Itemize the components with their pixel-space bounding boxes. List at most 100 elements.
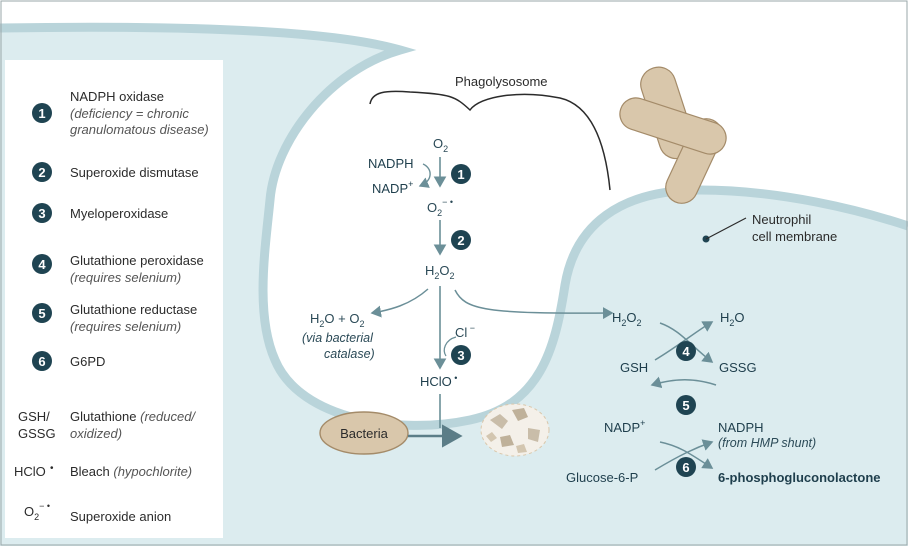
nadp-label: NADP+ — [372, 179, 413, 196]
bleach-label-line: Bleach (hypochlorite) — [70, 464, 192, 479]
step-4-number: 4 — [38, 257, 46, 272]
step-4-marker — [32, 254, 52, 274]
legend-item-glutathione: GSH/ GSSG Glutathione (reduced/ oxidized… — [18, 409, 196, 441]
catalase-note-2: catalase) — [324, 347, 375, 361]
debris-5 — [516, 444, 527, 453]
legend-note-1b: granulomatous disease) — [70, 122, 209, 137]
destroyed-bacteria — [480, 403, 550, 457]
phagolysosome-label: Phagolysosome — [455, 74, 548, 89]
superoxide-symbol: O2− • — [24, 501, 50, 522]
superoxide-label: Superoxide anion — [70, 509, 171, 524]
pathway-number-4: 4 — [682, 344, 690, 359]
step-5-number: 5 — [38, 306, 45, 321]
legend-note-1a: (deficiency = chronic — [70, 106, 189, 121]
legend-panel — [5, 60, 223, 538]
legend-note-4: (requires selenium) — [70, 270, 181, 285]
phagolysosome-bracket — [369, 90, 611, 191]
pathway-number-6: 6 — [682, 460, 689, 475]
step-6-number: 6 — [38, 354, 45, 369]
gssg-symbol: GSSG — [18, 426, 56, 441]
pathway-number-1: 1 — [457, 167, 464, 182]
legend-label-5: Glutathione reductase — [70, 302, 197, 317]
step-5-marker — [32, 303, 52, 323]
legend-item-5: 5 Glutathione reductase (requires seleni… — [32, 302, 197, 334]
superoxide-node: O2− • — [427, 197, 453, 218]
glucose-6-p-label: Glucose-6-P — [566, 470, 638, 485]
step-6-marker — [32, 351, 52, 371]
step-2-marker — [32, 162, 52, 182]
pathway-marker-2 — [451, 230, 471, 250]
nadph-arrow — [418, 163, 431, 188]
cyto-gssg: GSSG — [719, 360, 757, 375]
glutathione-note: oxidized) — [70, 426, 122, 441]
legend-item-2: 2 Superoxide dismutase — [32, 162, 199, 182]
h2o-o2-node: H2O + O2 — [310, 311, 364, 329]
phosphogluconolactone-label: 6-phosphogluconolactone — [718, 470, 881, 485]
legend-label-4: Glutathione peroxidase — [70, 253, 204, 268]
hmp-shunt-note: (from HMP shunt) — [718, 436, 816, 450]
cyto-nadph: NADPH — [718, 420, 764, 435]
h2o2-to-cytoplasm-arrow — [454, 289, 614, 320]
g6pd-arrow-a — [659, 441, 714, 469]
pathway-marker-3 — [451, 345, 471, 365]
step-1-marker — [32, 103, 52, 123]
g6pd-arrow-b — [654, 439, 714, 471]
membrane-pointer-line — [705, 217, 747, 240]
legend-label-6: G6PD — [70, 354, 105, 369]
rod-bacterium-3 — [619, 97, 727, 155]
cyto-nadp: NADP+ — [604, 418, 645, 435]
pathway-number-5: 5 — [682, 398, 689, 413]
debris-3 — [528, 428, 540, 442]
bacteria-label: Bacteria — [340, 426, 388, 441]
legend-item-6: 6 G6PD — [32, 351, 105, 371]
cyto-gsh: GSH — [620, 360, 648, 375]
neutrophil-membrane — [0, 22, 908, 430]
step-3-number: 3 — [38, 206, 45, 221]
peroxidase-arrow-b — [654, 321, 714, 361]
chloride-label: Cl − — [455, 323, 475, 340]
cyto-h2o2: H2O2 — [612, 310, 642, 328]
o2-top: O2 — [433, 136, 448, 154]
glutathione-label-line: Glutathione (reduced/ — [70, 409, 196, 424]
pathway-marker-4 — [676, 341, 696, 361]
pathway-marker-1 — [451, 164, 471, 184]
hclo-node: HClO • — [420, 373, 457, 389]
legend-item-1: 1 NADPH oxidase (deficiency = chronic gr… — [32, 89, 209, 137]
debris-4 — [500, 435, 514, 447]
bacteria-cell — [319, 411, 409, 455]
neutrophil-label: Neutrophil — [752, 212, 811, 227]
hclo-symbol: HClO — [14, 464, 46, 479]
legend-item-4: 4 Glutathione peroxidase (requires selen… — [32, 253, 204, 285]
debris-2 — [512, 408, 528, 421]
h2o2-node: H2O2 — [425, 263, 455, 281]
step-1-number: 1 — [38, 106, 45, 121]
pathway-marker-6 — [676, 457, 696, 477]
step-3-marker — [32, 203, 52, 223]
pathway-marker-5 — [676, 395, 696, 415]
peroxidase-arrow-a — [659, 322, 714, 363]
legend-item-bleach: HClO • Bleach (hypochlorite) — [14, 463, 192, 479]
legend-label-1: NADPH oxidase — [70, 89, 164, 104]
nadph-label: NADPH — [368, 156, 414, 171]
chloride-arrow — [443, 336, 457, 357]
extracellular-bacteria — [619, 66, 727, 204]
legend-item-3: 3 Myeloperoxidase — [32, 203, 168, 223]
step-2-number: 2 — [38, 165, 45, 180]
debris-6 — [486, 432, 497, 442]
debris-1 — [490, 414, 508, 429]
reductase-arrow — [650, 376, 717, 389]
legend-label-2: Superoxide dismutase — [70, 165, 199, 180]
gsh-symbol: GSH/ — [18, 409, 50, 424]
legend-item-superoxide: O2− • Superoxide anion — [24, 501, 171, 524]
pathway-number-3: 3 — [457, 348, 464, 363]
legend-note-5: (requires selenium) — [70, 319, 181, 334]
catalase-note-1: (via bacterial — [302, 331, 374, 345]
pathway-number-2: 2 — [457, 233, 464, 248]
cyto-h2o: H2O — [720, 310, 745, 328]
legend-label-3: Myeloperoxidase — [70, 206, 168, 221]
catalase-arrow — [370, 288, 429, 318]
hclo-radical-dot: • — [50, 463, 54, 474]
